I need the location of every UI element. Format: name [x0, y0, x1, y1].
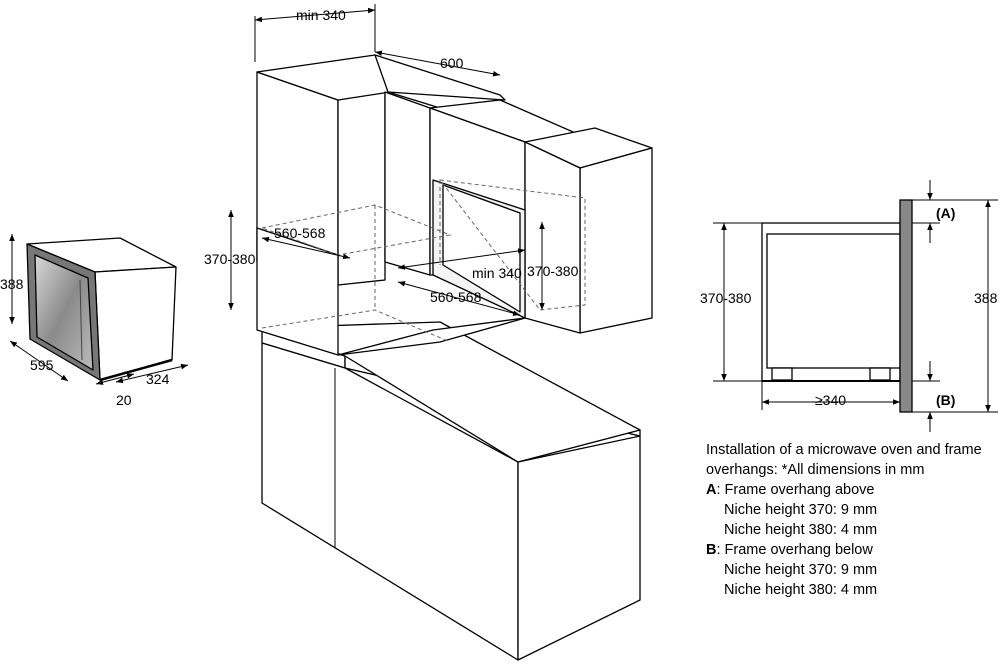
note-b-niche-370: Niche height 370: 9 mm [724, 562, 878, 578]
niche-width-upper-label: 560-568 [274, 225, 326, 241]
note-a-niche-380: Niche height 380: 4 mm [724, 522, 878, 538]
note-a-text: : Frame overhang above [716, 482, 875, 498]
width-600-label: 600 [440, 55, 464, 71]
frame-depth-label: 20 [116, 392, 132, 408]
niche-height-left-label: 370-380 [204, 251, 256, 267]
note-b-niche-380: Niche height 380: 4 mm [724, 582, 878, 598]
niche-width-lower-label: 560-568 [430, 289, 482, 305]
side-niche-height-label: 370-380 [700, 290, 752, 306]
overhang-a-label: (A) [936, 205, 955, 221]
oven-height-label: 388 [0, 276, 24, 292]
note-b: B: Frame overhang below [706, 540, 998, 560]
kitchen-cabinet-figure [256, 54, 653, 661]
note-a-key: A [706, 482, 717, 498]
niche-height-inner-label: 370-380 [527, 263, 579, 279]
oven-width-label: 595 [30, 357, 54, 373]
side-dimension-lines [713, 180, 998, 432]
notes-line-1: Installation of a microwave oven and fra… [706, 442, 982, 458]
cabinet-dimension-lines [228, 4, 545, 316]
oven-depth-label: 324 [146, 371, 170, 387]
min-depth-inner-label: min 340 [472, 265, 522, 281]
installation-notes: Installation of a microwave oven and fra… [706, 440, 998, 600]
side-depth-label: ≥340 [815, 392, 846, 408]
min-depth-top-label: min 340 [296, 7, 346, 23]
side-total-height-label: 388 [974, 290, 998, 306]
overhang-b-label: (B) [936, 392, 955, 408]
note-b-key: B [706, 542, 717, 558]
side-section-figure [761, 199, 913, 413]
note-a-niche-370: Niche height 370: 9 mm [724, 502, 878, 518]
note-a: A: Frame overhang above [706, 480, 998, 500]
notes-line-2: overhangs: *All dimensions in mm [706, 462, 925, 478]
oven-dimension-lines [9, 234, 189, 385]
note-b-text: : Frame overhang below [716, 542, 873, 558]
